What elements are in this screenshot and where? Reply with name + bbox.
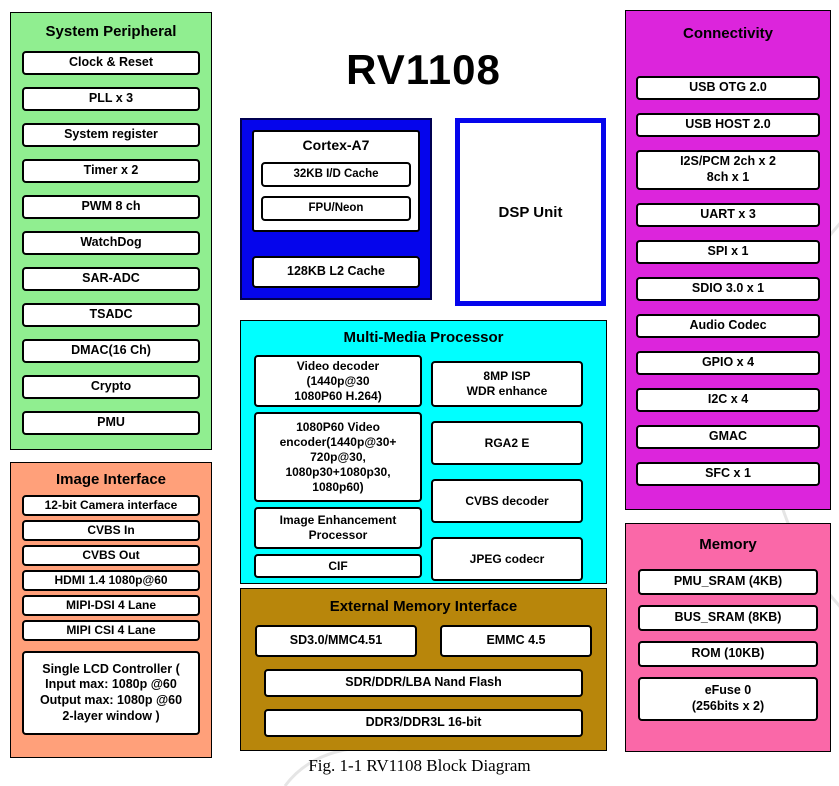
block-gmac: GMAC (636, 425, 820, 449)
block-i2c: I2C x 4 (636, 388, 820, 412)
block-usb-host: USB HOST 2.0 (636, 113, 820, 137)
external-memory-panel: External Memory Interface SD3.0/MMC4.51 … (240, 588, 607, 751)
block-pmu: PMU (22, 411, 200, 435)
multimedia-left-column: Video decoder (1440p@30 1080P60 H.264) 1… (254, 355, 422, 578)
block-id-cache: 32KB I/D Cache (261, 162, 411, 187)
block-rom: ROM (10KB) (638, 641, 818, 667)
image-interface-list: 12-bit Camera interface CVBS In CVBS Out… (22, 495, 200, 641)
block-pmu-sram: PMU_SRAM (4KB) (638, 569, 818, 595)
dsp-unit-label: DSP Unit (498, 203, 563, 221)
block-image-enhancement: Image Enhancement Processor (254, 507, 422, 549)
block-sd-mmc: SD3.0/MMC4.51 (255, 625, 417, 657)
block-crypto: Crypto (22, 375, 200, 399)
block-mipi-csi: MIPI CSI 4 Lane (22, 620, 200, 641)
block-video-encoder: 1080P60 Video encoder(1440p@30+ 720p@30,… (254, 412, 422, 502)
block-l2-cache: 128KB L2 Cache (252, 256, 420, 288)
block-mipi-dsi: MIPI-DSI 4 Lane (22, 595, 200, 616)
figure-caption: Fig. 1-1 RV1108 Block Diagram (308, 756, 531, 775)
block-cvbs-in: CVBS In (22, 520, 200, 541)
block-sar-adc: SAR-ADC (22, 267, 200, 291)
block-jpeg-codec: JPEG codecr (431, 537, 583, 581)
block-lcd-controller: Single LCD Controller ( Input max: 1080p… (22, 651, 200, 735)
block-nand-flash: SDR/DDR/LBA Nand Flash (264, 669, 583, 697)
block-isp: 8MP ISP WDR enhance (431, 361, 583, 407)
block-emmc: EMMC 4.5 (440, 625, 592, 657)
block-rga2: RGA2 E (431, 421, 583, 465)
block-pll: PLL x 3 (22, 87, 200, 111)
connectivity-title: Connectivity (682, 25, 773, 42)
image-interface-panel: Image Interface 12-bit Camera interface … (10, 462, 212, 758)
system-peripheral-list: Clock & Reset PLL x 3 System register Ti… (22, 51, 200, 435)
block-sfc: SFC x 1 (636, 462, 820, 486)
block-sdio: SDIO 3.0 x 1 (636, 277, 820, 301)
multimedia-processor-panel: Multi-Media Processor Video decoder (144… (240, 320, 607, 584)
block-video-decoder: Video decoder (1440p@30 1080P60 H.264) (254, 355, 422, 407)
block-tsadc: TSADC (22, 303, 200, 327)
memory-panel: Memory PMU_SRAM (4KB) BUS_SRAM (8KB) ROM… (625, 523, 831, 752)
block-bus-sram: BUS_SRAM (8KB) (638, 605, 818, 631)
block-gpio: GPIO x 4 (636, 351, 820, 375)
block-usb-otg: USB OTG 2.0 (636, 76, 820, 100)
connectivity-list: USB OTG 2.0 USB HOST 2.0 I2S/PCM 2ch x 2… (636, 76, 820, 486)
dsp-unit-panel: DSP Unit (455, 118, 606, 306)
block-cvbs-decoder: CVBS decoder (431, 479, 583, 523)
memory-title: Memory (699, 536, 757, 553)
system-peripheral-panel: System Peripheral Clock & Reset PLL x 3 … (10, 12, 212, 450)
block-hdmi: HDMI 1.4 1080p@60 (22, 570, 200, 591)
connectivity-panel: Connectivity USB OTG 2.0 USB HOST 2.0 I2… (625, 10, 831, 510)
block-clock-reset: Clock & Reset (22, 51, 200, 75)
block-pwm: PWM 8 ch (22, 195, 200, 219)
external-memory-row: SD3.0/MMC4.51 EMMC 4.5 (255, 625, 592, 657)
block-fpu-neon: FPU/Neon (261, 196, 411, 221)
block-i2s-pcm: I2S/PCM 2ch x 2 8ch x 1 (636, 150, 820, 190)
memory-list: PMU_SRAM (4KB) BUS_SRAM (8KB) ROM (10KB)… (638, 569, 818, 721)
block-watchdog: WatchDog (22, 231, 200, 255)
block-cif: CIF (254, 554, 422, 578)
block-spi: SPI x 1 (636, 240, 820, 264)
block-cvbs-out: CVBS Out (22, 545, 200, 566)
block-ddr3: DDR3/DDR3L 16-bit (264, 709, 583, 737)
cortex-a7-title: Cortex-A7 (302, 137, 370, 153)
cortex-a7-panel: Cortex-A7 32KB I/D Cache FPU/Neon 128KB … (240, 118, 432, 300)
external-memory-title: External Memory Interface (329, 598, 518, 615)
multimedia-right-column: 8MP ISP WDR enhance RGA2 E CVBS decoder … (431, 361, 583, 581)
block-efuse: eFuse 0 (256bits x 2) (638, 677, 818, 721)
multimedia-title: Multi-Media Processor (343, 329, 504, 346)
block-system-register: System register (22, 123, 200, 147)
chip-title: RV1108 (346, 46, 501, 93)
block-uart: UART x 3 (636, 203, 820, 227)
block-dmac: DMAC(16 Ch) (22, 339, 200, 363)
system-peripheral-title: System Peripheral (45, 23, 177, 40)
block-timer: Timer x 2 (22, 159, 200, 183)
cortex-a7-core-box: Cortex-A7 32KB I/D Cache FPU/Neon (252, 130, 420, 232)
block-camera-interface: 12-bit Camera interface (22, 495, 200, 516)
block-audio-codec: Audio Codec (636, 314, 820, 338)
image-interface-title: Image Interface (55, 471, 167, 488)
